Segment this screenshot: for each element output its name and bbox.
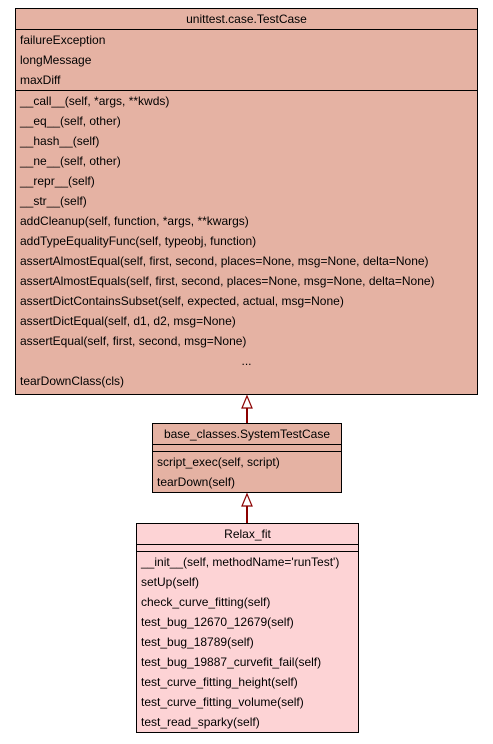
attribute: longMessage — [20, 53, 92, 67]
method: test_curve_fitting_volume(self) — [141, 695, 304, 709]
attributes-section-empty — [137, 545, 358, 552]
methods-section: __init__(self, methodName='runTest') set… — [137, 552, 358, 732]
method: __eq__(self, other) — [20, 114, 121, 128]
inheritance-arrow-relaxfit-to-systemtestcase — [241, 492, 253, 523]
methods-section: __call__(self, *args, **kwds) __eq__(sel… — [16, 91, 477, 391]
method: __repr__(self) — [20, 174, 95, 188]
method: __hash__(self) — [20, 134, 100, 148]
method: script_exec(self, script) — [157, 455, 280, 469]
class-name: unittest.case.TestCase — [16, 9, 477, 30]
inheritance-arrow-systemtestcase-to-testcase — [241, 394, 253, 423]
method: assertAlmostEqual(self, first, second, p… — [20, 254, 429, 268]
method: assertDictContainsSubset(self, expected,… — [20, 294, 344, 308]
method: __call__(self, *args, **kwds) — [20, 94, 170, 108]
class-name: Relax_fit — [137, 524, 358, 545]
method: assertEqual(self, first, second, msg=Non… — [20, 334, 247, 348]
class-relax-fit[interactable]: Relax_fit __init__(self, methodName='run… — [136, 523, 359, 733]
attribute: maxDiff — [20, 73, 61, 87]
method: tearDownClass(cls) — [20, 374, 125, 388]
method: test_bug_12670_12679(self) — [141, 615, 294, 629]
method: addCleanup(self, function, *args, **kwar… — [20, 214, 249, 228]
method: test_curve_fitting_height(self) — [141, 675, 298, 689]
method: setUp(self) — [141, 575, 200, 589]
method: test_bug_19887_curvefit_fail(self) — [141, 655, 322, 669]
attributes-section: failureException longMessage maxDiff — [16, 30, 477, 91]
method-ellipsis: ... — [241, 354, 252, 368]
method: check_curve_fitting(self) — [141, 595, 271, 609]
method: test_read_sparky(self) — [141, 715, 260, 729]
method: __str__(self) — [20, 194, 87, 208]
method: test_bug_18789(self) — [141, 635, 254, 649]
method: addTypeEqualityFunc(self, typeobj, funct… — [20, 234, 257, 248]
method: tearDown(self) — [157, 475, 236, 489]
methods-section: script_exec(self, script) tearDown(self) — [153, 452, 341, 492]
attribute: failureException — [20, 33, 106, 47]
class-name: base_classes.SystemTestCase — [153, 424, 341, 445]
class-base-classes-systemtestcase[interactable]: base_classes.SystemTestCase script_exec(… — [152, 423, 342, 493]
attributes-section-empty — [153, 445, 341, 452]
class-unittest-testcase[interactable]: unittest.case.TestCase failureException … — [15, 8, 478, 395]
method: __init__(self, methodName='runTest') — [141, 555, 340, 569]
method: assertDictEqual(self, d1, d2, msg=None) — [20, 314, 236, 328]
method: assertAlmostEquals(self, first, second, … — [20, 274, 435, 288]
method: __ne__(self, other) — [20, 154, 121, 168]
